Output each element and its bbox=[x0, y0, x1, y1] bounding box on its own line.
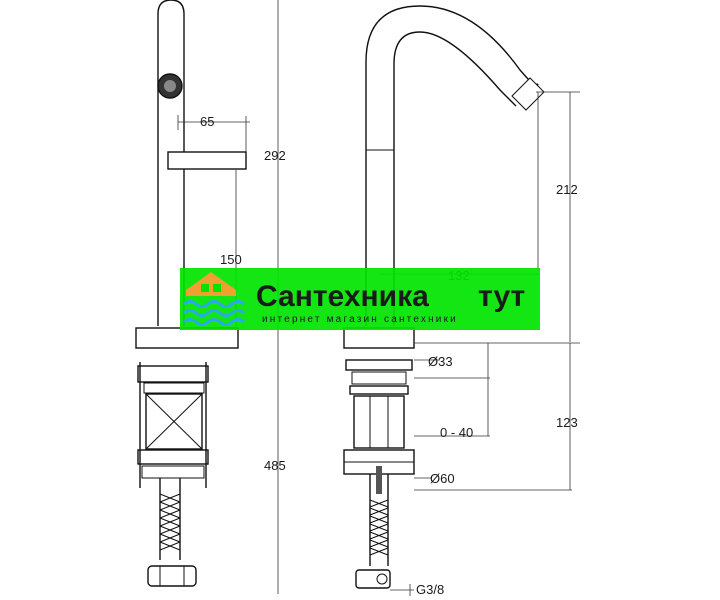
house-waves-icon bbox=[183, 272, 245, 326]
dimension-diameter-33: Ø33 bbox=[428, 354, 453, 369]
braided-hose-front bbox=[369, 499, 389, 556]
dimension-292: 292 bbox=[264, 148, 286, 163]
watermark-banner: Сантехника тут интернет магазин сантехни… bbox=[180, 268, 540, 330]
braided-hose bbox=[159, 493, 181, 551]
dimension-range-0-40: 0 - 40 bbox=[440, 425, 473, 440]
dimension-thread-g38: G3/8 bbox=[416, 582, 444, 597]
dimension-150: 150 bbox=[220, 252, 242, 267]
watermark-brand-accent: тут bbox=[478, 280, 525, 313]
dimension-123: 123 bbox=[556, 415, 578, 430]
dimension-485: 485 bbox=[264, 458, 286, 473]
dimension-diameter-60: Ø60 bbox=[430, 471, 455, 486]
dimension-212: 212 bbox=[556, 182, 578, 197]
front-view: 212 132 Ø33 0 - 40 123 Ø60 G3/8 bbox=[343, 5, 580, 597]
dimension-65: 65 bbox=[200, 114, 214, 129]
watermark-subtitle: интернет магазин сантехники bbox=[262, 314, 458, 325]
side-view: 65 150 bbox=[135, 0, 250, 587]
watermark-brand: Сантехника bbox=[256, 280, 429, 313]
